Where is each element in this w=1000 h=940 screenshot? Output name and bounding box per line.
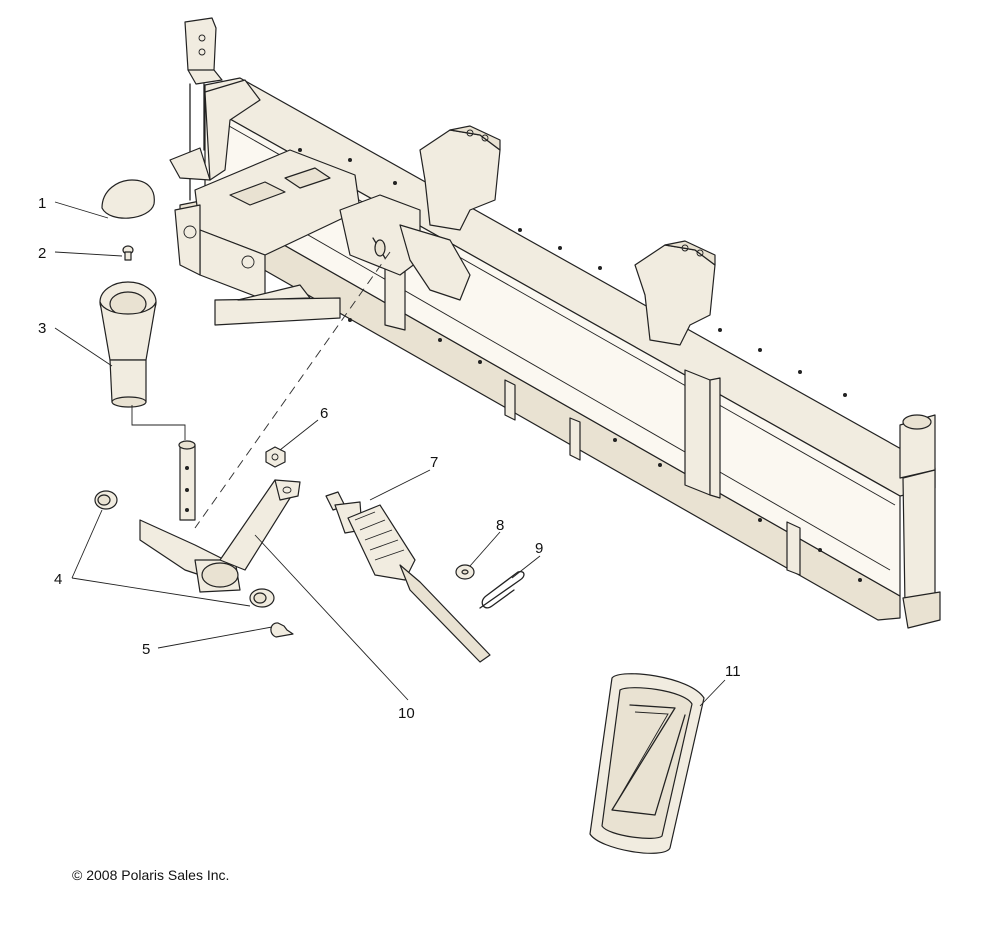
part-7-shift-cable [325, 491, 491, 663]
part-6-nut [265, 446, 286, 468]
part-11-shift-boot [589, 673, 705, 854]
part-9-hairpin-clip [479, 570, 525, 609]
callout-10: 10 [398, 705, 415, 722]
callout-4: 4 [54, 571, 62, 588]
assembly-guide-line [194, 251, 391, 529]
part-8-washer [455, 564, 475, 580]
part-2-screw [122, 245, 134, 261]
callout-9: 9 [535, 540, 543, 557]
callout-labels: 1 2 3 4 5 6 7 8 9 10 11 [38, 195, 741, 722]
copyright-notice: © 2008 Polaris Sales Inc. [72, 867, 229, 883]
frame-crossmember [169, 17, 941, 629]
leader-lines [54, 201, 726, 707]
callout-1: 1 [38, 195, 46, 212]
callout-8: 8 [496, 517, 504, 534]
part-1-knob-cap [101, 179, 155, 219]
part-5-e-clip [270, 622, 294, 638]
callout-3: 3 [38, 320, 46, 337]
callout-6: 6 [320, 405, 328, 422]
knob-connector-line [131, 405, 186, 440]
callout-11: 11 [725, 663, 741, 680]
part-3-shift-knob [99, 281, 157, 408]
shift-lever [139, 440, 301, 593]
callout-7: 7 [430, 454, 438, 471]
callout-5: 5 [142, 641, 150, 658]
callout-2: 2 [38, 245, 46, 262]
part-4-bushing [94, 490, 275, 608]
